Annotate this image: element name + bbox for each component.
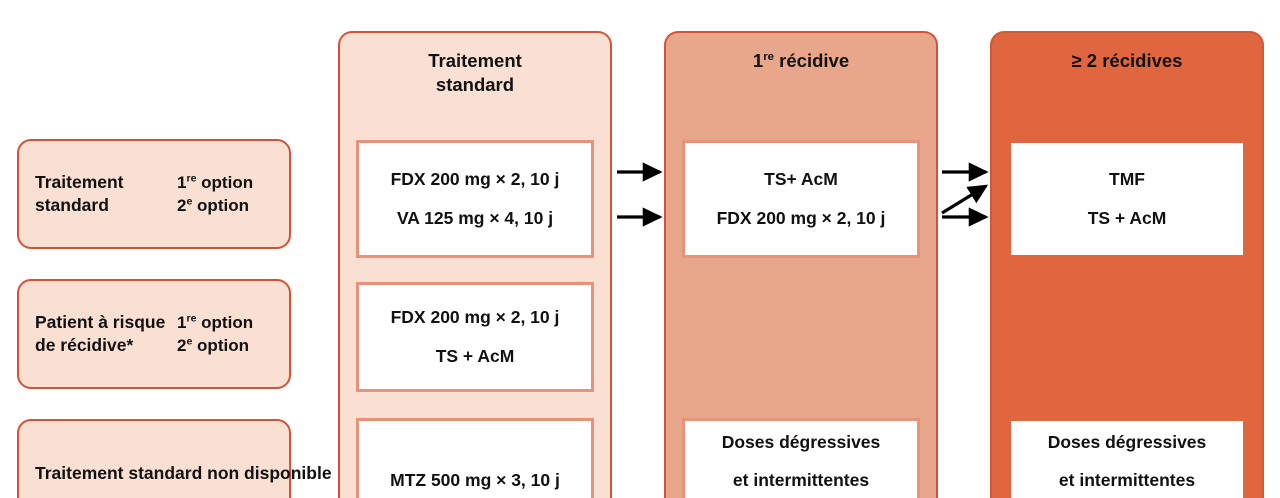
- sidebar-option-list: 1re option 2e option: [177, 171, 253, 218]
- sidebar-category-standard-unavailable: Traitement standard non disponible: [17, 419, 332, 498]
- treatment-line: MTZ 500 mg × 3, 10 j: [390, 470, 560, 491]
- treatment-box: Doses dégressives et intermittentes de V…: [1008, 418, 1246, 498]
- treatment-line: Doses dégressives: [1047, 431, 1207, 452]
- column-header-line-2: standard: [435, 74, 515, 96]
- sidebar-option-2: 2e option: [177, 335, 249, 355]
- sidebar-category-label: Traitement standard non disponible: [35, 463, 332, 484]
- ordinal-superscript: re: [186, 311, 197, 324]
- treatment-line: et intermittentes: [732, 470, 870, 491]
- column-standard-treatment: Traitement standard FDX 200 mg × 2, 10 j…: [338, 31, 612, 498]
- treatment-box: Doses dégressives et intermittentes de V…: [682, 418, 920, 498]
- column-header-number: 1: [752, 50, 764, 71]
- ordinal-superscript: re: [186, 171, 197, 184]
- ordinal-superscript: e: [186, 335, 193, 348]
- treatment-box: FDX 200 mg × 2, 10 j VA 125 mg × 4, 10 j: [356, 140, 594, 258]
- sidebar-option-1: 1re option: [177, 311, 254, 332]
- sidebar-category-standard-treatment: Traitement standard 1re option 2e option: [17, 139, 291, 249]
- treatment-box: TMF TS + AcM: [1008, 140, 1246, 258]
- column-header: Traitement standard: [340, 33, 610, 97]
- sidebar-category-label: Traitement standard: [35, 171, 124, 215]
- sidebar-option-list: 1re option 2e option: [177, 311, 253, 358]
- column-header-line-1: Traitement: [428, 50, 522, 71]
- arrow-col2-to-col3-diagonal: [941, 184, 989, 215]
- treatment-line: TMF: [1109, 169, 1145, 190]
- sidebar-option-1: 1re option: [177, 171, 254, 192]
- sidebar-category-recurrence-risk: Patient à risque de récidive* 1re option…: [17, 279, 291, 389]
- treatment-line: Doses dégressives: [721, 431, 881, 452]
- column-header-text: récidive: [774, 50, 850, 71]
- treatment-line: et intermittentes: [1058, 470, 1196, 491]
- treatment-line: FDX 200 mg × 2, 10 j: [716, 208, 886, 228]
- treatment-box: MTZ 500 mg × 3, 10 j: [356, 418, 594, 498]
- column-multiple-recurrences: ≥ 2 récidives TMF TS + AcM Doses dégress…: [990, 31, 1264, 498]
- ordinal-superscript: e: [186, 195, 193, 208]
- treatment-line: VA 125 mg × 4, 10 j: [396, 208, 554, 228]
- treatment-line: TS + AcM: [435, 346, 515, 366]
- column-header: 1re récidive: [666, 33, 936, 73]
- column-header: ≥ 2 récidives: [1071, 50, 1183, 71]
- treatment-line: TS+ AcM: [764, 169, 838, 190]
- column-first-recurrence: 1re récidive TS+ AcM FDX 200 mg × 2, 10 …: [664, 31, 938, 498]
- sidebar-option-2: 2e option: [177, 195, 249, 215]
- ordinal-superscript: re: [763, 50, 775, 63]
- treatment-line: FDX 200 mg × 2, 10 j: [390, 169, 560, 190]
- treatment-line: TS + AcM: [1087, 208, 1167, 228]
- sidebar-category-label: Patient à risque de récidive*: [35, 311, 166, 355]
- treatment-line: FDX 200 mg × 2, 10 j: [390, 307, 560, 328]
- treatment-box: TS+ AcM FDX 200 mg × 2, 10 j: [682, 140, 920, 258]
- treatment-box: FDX 200 mg × 2, 10 j TS + AcM: [356, 282, 594, 392]
